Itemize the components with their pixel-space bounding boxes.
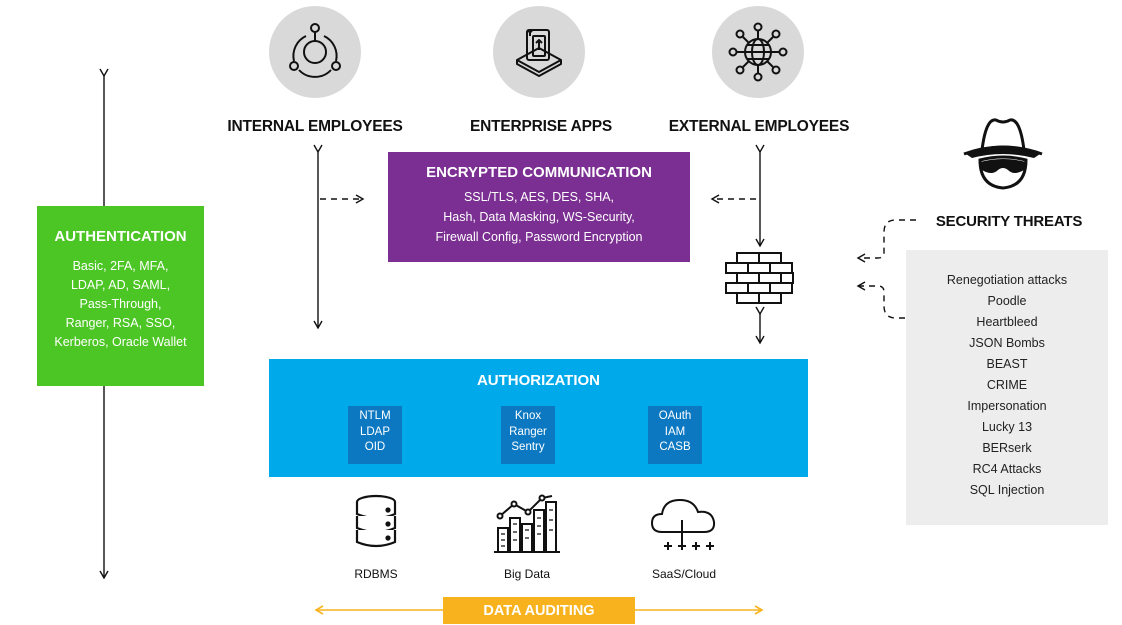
big-data-label: Big Data bbox=[503, 567, 551, 581]
enterprise-apps-circle bbox=[493, 6, 585, 98]
enterprise-apps-label: ENTERPRISE APPS bbox=[470, 118, 612, 135]
threat-item: RC4 Attacks bbox=[972, 462, 1042, 476]
rdbms-label: RDBMS bbox=[354, 567, 398, 581]
security-threats-title: SECURITY THREATS bbox=[935, 213, 1083, 230]
authorization-group-3: OAuth IAM CASB bbox=[648, 406, 702, 464]
big-data-icon bbox=[494, 494, 560, 553]
authorization-title: AUTHORIZATION bbox=[476, 372, 601, 389]
threat-item: Heartbleed bbox=[976, 315, 1038, 329]
threat-arrow-lower bbox=[856, 281, 916, 319]
authorization-group-1: NTLM LDAP OID bbox=[348, 406, 402, 464]
encrypted-communication-methods: SSL/TLS, AES, DES, SHA, Hash, Data Maski… bbox=[435, 190, 643, 244]
threat-item: SQL Injection bbox=[969, 483, 1045, 497]
threat-item: Impersonation bbox=[967, 399, 1047, 413]
hacker-icon bbox=[963, 118, 1043, 190]
threat-item: Renegotiation attacks bbox=[946, 273, 1068, 287]
threat-item: JSON Bombs bbox=[969, 336, 1045, 350]
people-network-icon bbox=[289, 23, 341, 78]
database-icon bbox=[355, 494, 397, 548]
firewall-icon bbox=[725, 252, 794, 304]
authorization-group-2: Knox Ranger Sentry bbox=[501, 406, 555, 464]
internal-employees-circle bbox=[269, 6, 361, 98]
authorization-box: AUTHORIZATION NTLM LDAP OID Knox Ranger … bbox=[269, 359, 808, 477]
security-threats-list: Renegotiation attacks Poodle Heartbleed … bbox=[906, 250, 1108, 525]
threat-item: BEAST bbox=[986, 357, 1028, 371]
app-tablet-icon bbox=[516, 29, 562, 77]
cloud-icon bbox=[650, 498, 716, 550]
encrypted-communication-title: ENCRYPTED COMMUNICATION bbox=[426, 164, 652, 181]
external-employees-label: EXTERNAL EMPLOYEES bbox=[668, 118, 850, 135]
internal-employees-label: INTERNAL EMPLOYEES bbox=[227, 118, 403, 135]
threat-item: BERserk bbox=[982, 441, 1032, 455]
encrypted-communication-box: ENCRYPTED COMMUNICATION SSL/TLS, AES, DE… bbox=[388, 152, 690, 262]
threat-item: Lucky 13 bbox=[981, 420, 1033, 434]
authentication-title: AUTHENTICATION bbox=[54, 228, 187, 245]
threat-item: Poodle bbox=[987, 294, 1027, 308]
data-auditing-bar: DATA AUDITING bbox=[443, 597, 635, 624]
saas-cloud-label: SaaS/Cloud bbox=[651, 567, 717, 581]
external-employees-circle bbox=[712, 6, 804, 98]
globe-network-icon bbox=[728, 22, 788, 82]
authentication-box: AUTHENTICATION Basic, 2FA, MFA, LDAP, AD… bbox=[37, 206, 204, 386]
threat-item: CRIME bbox=[986, 378, 1028, 392]
threat-arrow-upper bbox=[856, 219, 916, 263]
authentication-methods: Basic, 2FA, MFA, LDAP, AD, SAML, Pass-Th… bbox=[54, 259, 187, 349]
